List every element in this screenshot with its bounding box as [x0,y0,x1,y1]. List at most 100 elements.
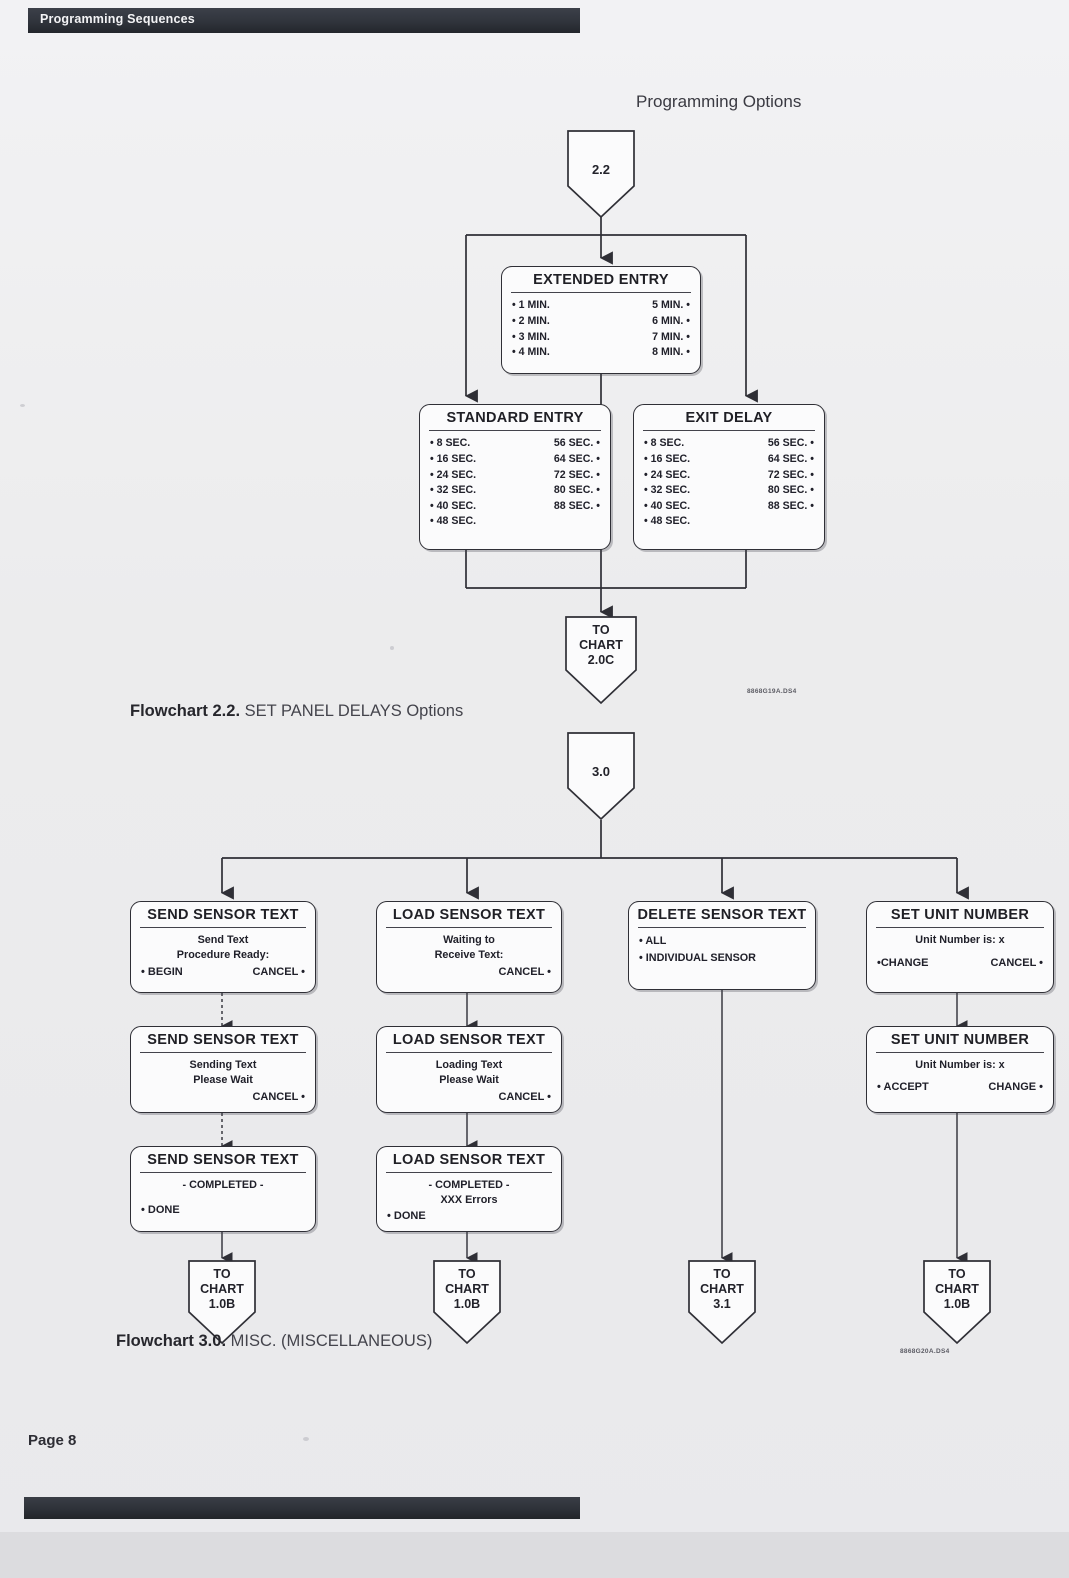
connector-to-chart-3-1[interactable]: TO CHART 3.1 [686,1258,758,1346]
option-item[interactable]: 64 SEC. • [553,452,600,465]
option-item[interactable]: • 32 SEC. [644,484,691,497]
action-change[interactable]: •CHANGE [877,956,929,969]
status-line-1: Loading Text [435,1059,503,1072]
option-item[interactable]: 88 SEC. • [767,499,814,512]
connector-line-2: CHART [200,1282,244,1296]
option-item[interactable]: • 16 SEC. [430,452,477,465]
option-item[interactable]: • 1 MIN. [512,299,550,312]
connector-to-chart-1-0b-send[interactable]: TO CHART 1.0B [186,1258,258,1346]
menu-box-exit-delay[interactable]: EXIT DELAY • 8 SEC. • 16 SEC. • 24 SEC. … [633,404,825,550]
option-item[interactable]: • 2 MIN. [512,314,550,327]
option-item[interactable]: • 8 SEC. [430,437,471,450]
title-divider [386,1172,552,1174]
title-divider [429,430,601,432]
scan-speck [303,1437,309,1441]
option-item[interactable]: 8 MIN. • [652,346,690,359]
action-accept[interactable]: • ACCEPT [877,1080,929,1093]
menu-box-set-unit-number-change[interactable]: SET UNIT NUMBER Unit Number is: x •CHANG… [866,901,1054,993]
connector-to-chart-1-0b-load[interactable]: TO CHART 1.0B [431,1258,503,1346]
option-item[interactable]: • 40 SEC. [430,499,477,512]
menu-box-send-sensor-text-ready[interactable]: SEND SENSOR TEXT Send Text Procedure Rea… [130,901,316,993]
menu-box-send-sensor-text-sending[interactable]: SEND SENSOR TEXT Sending Text Please Wai… [130,1026,316,1113]
title-divider [140,1172,306,1174]
option-item[interactable]: 80 SEC. • [767,484,814,497]
option-item[interactable]: • 8 SEC. [644,437,685,450]
connector-to-chart-2-0c[interactable]: TO CHART 2.0C [563,614,639,706]
option-item[interactable]: 80 SEC. • [553,484,600,497]
menu-box-set-unit-number-accept[interactable]: SET UNIT NUMBER Unit Number is: x • ACCE… [866,1026,1054,1113]
action-done[interactable]: • DONE [141,1203,180,1216]
menu-box-load-sensor-text-completed[interactable]: LOAD SENSOR TEXT - COMPLETED - XXX Error… [376,1146,562,1232]
menu-title: LOAD SENSOR TEXT [392,1032,546,1048]
option-item[interactable]: 72 SEC. • [553,468,600,481]
option-item[interactable]: • 24 SEC. [644,468,691,481]
option-column-right: 56 SEC. • 64 SEC. • 72 SEC. • 80 SEC. • … [768,436,814,530]
option-item[interactable]: • 40 SEC. [644,499,691,512]
status-line-2: XXX Errors [440,1193,498,1206]
title-divider [643,430,815,432]
action-cancel[interactable]: CANCEL • [990,956,1043,969]
option-item[interactable]: 72 SEC. • [767,468,814,481]
option-item[interactable]: • 16 SEC. [644,452,691,465]
figure-caption-3-0-number: Flowchart 3.0. [116,1332,227,1350]
entry-connector-2-2: 2.2 [565,128,637,220]
entry-connector-3-0-label: 3.0 [591,764,611,779]
title-divider [140,1052,306,1054]
status-line-1: - COMPLETED - [182,1179,264,1192]
menu-title: SET UNIT NUMBER [890,907,1030,923]
action-begin[interactable]: • BEGIN [141,966,183,979]
menu-title: LOAD SENSOR TEXT [392,907,546,923]
status-line-2: Please Wait [439,1073,499,1086]
connector-line-3: 1.0B [208,1297,236,1311]
status-line-2: Receive Text: [434,948,504,961]
menu-title: SEND SENSOR TEXT [147,1152,299,1168]
connector-to-chart-1-0b-unit[interactable]: TO CHART 1.0B [921,1258,993,1346]
connector-line-2: CHART [935,1282,979,1296]
option-item[interactable]: 56 SEC. • [553,437,600,450]
option-item[interactable]: • 24 SEC. [430,468,477,481]
connector-line-3: 3.1 [713,1297,731,1311]
action-cancel[interactable]: CANCEL • [498,1091,551,1104]
option-item[interactable]: 7 MIN. • [652,330,690,343]
option-item[interactable]: • 48 SEC. [430,515,477,528]
action-cancel[interactable]: CANCEL • [252,966,305,979]
option-item[interactable]: • 32 SEC. [430,484,477,497]
unit-number-value: Unit Number is: x [915,1059,1005,1072]
action-done[interactable]: • DONE [387,1210,426,1223]
menu-box-send-sensor-text-completed[interactable]: SEND SENSOR TEXT - COMPLETED - • DONE [130,1146,316,1232]
option-item[interactable]: • 48 SEC. [644,515,691,528]
figure-caption-2-2-number: Flowchart 2.2. [130,702,241,720]
connector-line-2: CHART [579,638,623,652]
action-cancel[interactable]: CANCEL • [252,1091,305,1104]
menu-title: DELETE SENSOR TEXT [637,907,807,923]
menu-box-load-sensor-text-loading[interactable]: LOAD SENSOR TEXT Loading Text Please Wai… [376,1026,562,1113]
title-divider [876,927,1044,929]
option-item-all[interactable]: • ALL [639,935,667,948]
connector-label: TO CHART 1.0B [186,1267,258,1312]
option-item[interactable]: 5 MIN. • [652,299,690,312]
connector-line-1: TO [213,1267,231,1281]
option-item[interactable]: 88 SEC. • [553,499,600,512]
option-item[interactable]: • 4 MIN. [512,346,550,359]
option-item[interactable]: 56 SEC. • [767,437,814,450]
option-item[interactable]: 64 SEC. • [767,452,814,465]
option-item-individual-sensor[interactable]: • INDIVIDUAL SENSOR [639,952,756,965]
title-divider [140,927,306,929]
action-change[interactable]: CHANGE • [988,1080,1043,1093]
menu-box-extended-entry[interactable]: EXTENDED ENTRY • 1 MIN. • 2 MIN. • 3 MIN… [501,266,701,374]
menu-title: SET UNIT NUMBER [890,1032,1030,1048]
connector-label: TO CHART 3.1 [686,1267,758,1312]
action-cancel[interactable]: CANCEL • [498,966,551,979]
scan-speck [390,646,394,650]
connector-label: TO CHART 2.0C [563,623,639,668]
menu-box-delete-sensor-text[interactable]: DELETE SENSOR TEXT • ALL • INDIVIDUAL SE… [628,901,816,990]
status-line-1: Waiting to [443,934,495,947]
option-column-right: 5 MIN. • 6 MIN. • 7 MIN. • 8 MIN. • [652,298,690,360]
option-item[interactable]: 6 MIN. • [652,314,690,327]
figure-caption-2-2: Flowchart 2.2. SET PANEL DELAYS Options [130,702,463,721]
status-line-1: Send Text [197,934,249,947]
menu-box-load-sensor-text-waiting[interactable]: LOAD SENSOR TEXT Waiting to Receive Text… [376,901,562,993]
option-item[interactable]: • 3 MIN. [512,330,550,343]
menu-title: LOAD SENSOR TEXT [392,1152,546,1168]
menu-box-standard-entry[interactable]: STANDARD ENTRY • 8 SEC. • 16 SEC. • 24 S… [419,404,611,550]
